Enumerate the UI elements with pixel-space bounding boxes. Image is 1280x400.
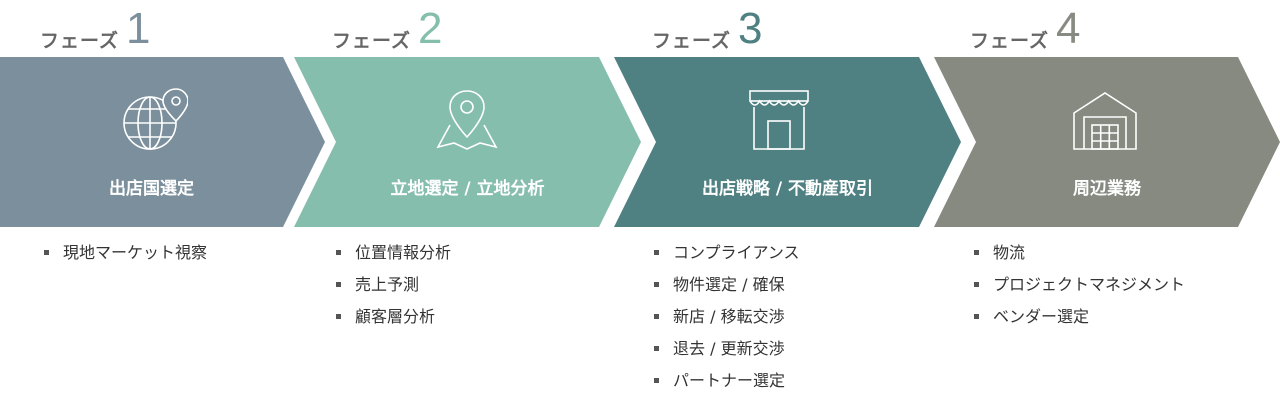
list-item: コンプライアンス (654, 240, 800, 272)
bullet-icon (654, 346, 659, 351)
list-item: 退去 / 更新交渉 (654, 336, 800, 368)
phase-1: フェーズ 1 出店国選定 現地マーケット視察 (0, 0, 325, 400)
list-item: 現地マーケット視察 (44, 240, 207, 272)
phase-2-chevron: 立地選定 / 立地分析 (294, 57, 644, 227)
list-item: 新店 / 移転交渉 (654, 304, 800, 336)
phase-4: フェーズ 4 周辺業務 物流 プロジェクトマネジメント ベンダー選定 (934, 0, 1280, 400)
phase-1-prefix: フェーズ (40, 30, 120, 52)
phase-2-number: 2 (418, 4, 443, 53)
phase-1-number: 1 (126, 4, 151, 53)
phase-4-chevron-shape (934, 57, 1280, 227)
phase-3-title: 出店戦略 / 不動産取引 (701, 179, 874, 199)
phase-2-task-list: 位置情報分析 売上予測 顧客層分析 (336, 240, 451, 336)
phase-3: フェーズ 3 出店戦略 / 不動産取引 コンプライアンス 物件選定 / 確保 新… (614, 0, 964, 400)
phase-1-title: 出店国選定 (109, 179, 194, 199)
globe-location-icon (123, 88, 188, 150)
list-item: 顧客層分析 (336, 304, 451, 336)
bullet-icon (654, 250, 659, 255)
phase-3-prefix: フェーズ (652, 30, 732, 52)
bullet-icon (974, 314, 979, 319)
bullet-icon (974, 250, 979, 255)
phase-3-chevron-shape (614, 57, 961, 227)
phase-1-chevron: 出店国選定 (0, 57, 325, 227)
phase-4-number: 4 (1056, 4, 1081, 53)
list-item: プロジェクトマネジメント (974, 272, 1185, 304)
list-item: 売上予測 (336, 272, 451, 304)
bullet-icon (974, 282, 979, 287)
list-item: 物件選定 / 確保 (654, 272, 800, 304)
phase-2-chevron-shape (294, 57, 641, 227)
storefront-icon (749, 90, 809, 150)
phase-4-chevron: 周辺業務 (934, 57, 1280, 227)
list-item: ベンダー選定 (974, 304, 1185, 336)
phase-2: フェーズ 2 立地選定 / 立地分析 位置情報分析 売上予測 顧客層分析 (294, 0, 644, 400)
bullet-icon (336, 282, 341, 287)
phase-4-title: 周辺業務 (1073, 179, 1141, 199)
list-item: 位置情報分析 (336, 240, 451, 272)
phase-4-prefix: フェーズ (970, 30, 1050, 52)
bullet-icon (44, 250, 49, 255)
list-item: 物流 (974, 240, 1185, 272)
bullet-icon (654, 314, 659, 319)
phase-2-title: 立地選定 / 立地分析 (390, 179, 545, 199)
phase-2-prefix: フェーズ (332, 30, 412, 52)
bullet-icon (336, 250, 341, 255)
bullet-icon (654, 378, 659, 383)
bullet-icon (336, 314, 341, 319)
phase-4-task-list: 物流 プロジェクトマネジメント ベンダー選定 (974, 240, 1185, 336)
phase-3-number: 3 (738, 4, 763, 53)
phase-1-task-list: 現地マーケット視察 (44, 240, 207, 272)
phase-3-chevron: 出店戦略 / 不動産取引 (614, 57, 964, 227)
phase-3-task-list: コンプライアンス 物件選定 / 確保 新店 / 移転交渉 退去 / 更新交渉 パ… (654, 240, 800, 400)
list-item: パートナー選定 (654, 368, 800, 400)
warehouse-icon (1073, 92, 1137, 150)
phase-1-chevron-shape (0, 57, 325, 227)
bullet-icon (654, 282, 659, 287)
map-pin-icon (436, 90, 498, 150)
